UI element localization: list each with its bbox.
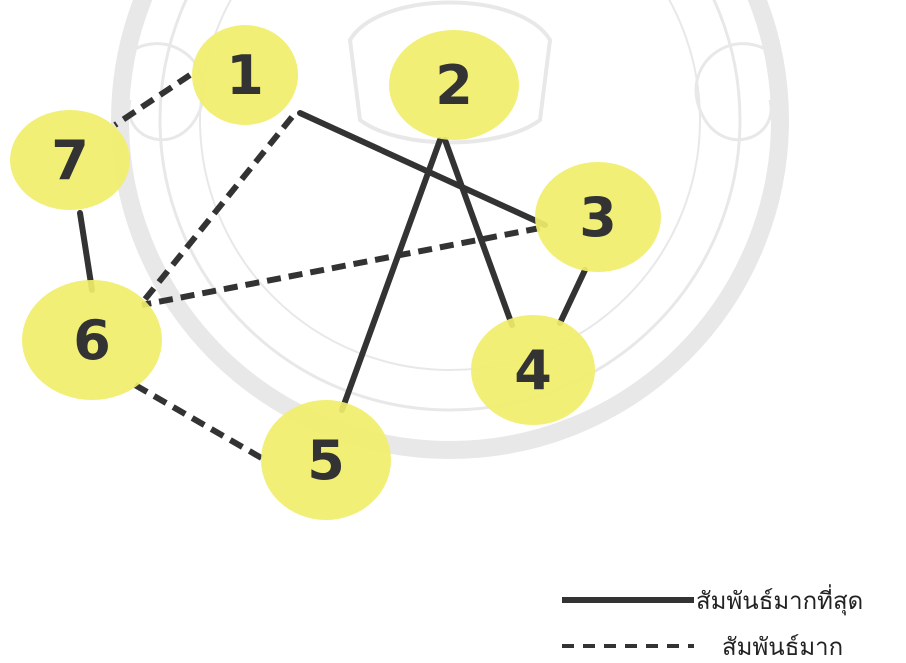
node-1-label: 1	[226, 44, 264, 107]
edge-2-4	[445, 140, 512, 325]
node-5-label: 5	[307, 429, 345, 492]
node-7: 7	[10, 110, 130, 210]
node-1: 1	[192, 25, 298, 125]
legend: สัมพันธ์มากที่สุด สัมพันธ์มาก	[562, 584, 863, 661]
edge-1-6	[142, 117, 292, 303]
node-2: 2	[389, 30, 519, 140]
legend-strong-label: สัมพันธ์มากที่สุด	[696, 584, 863, 616]
node-6-label: 6	[73, 309, 111, 372]
node-6: 6	[22, 280, 162, 400]
node-3: 3	[535, 162, 661, 272]
edge-6-5	[135, 385, 265, 460]
node-3-label: 3	[579, 186, 617, 249]
edge-3-4	[560, 270, 585, 323]
node-4: 4	[471, 315, 595, 425]
node-2-label: 2	[435, 54, 473, 117]
nodes-layer: 1 2 3 4 5 6 7	[10, 25, 661, 520]
node-4-label: 4	[514, 339, 552, 402]
edge-7-6	[80, 213, 92, 290]
node-5: 5	[261, 400, 391, 520]
node-7-label: 7	[51, 129, 89, 192]
legend-medium-label: สัมพันธ์มาก	[722, 633, 843, 661]
